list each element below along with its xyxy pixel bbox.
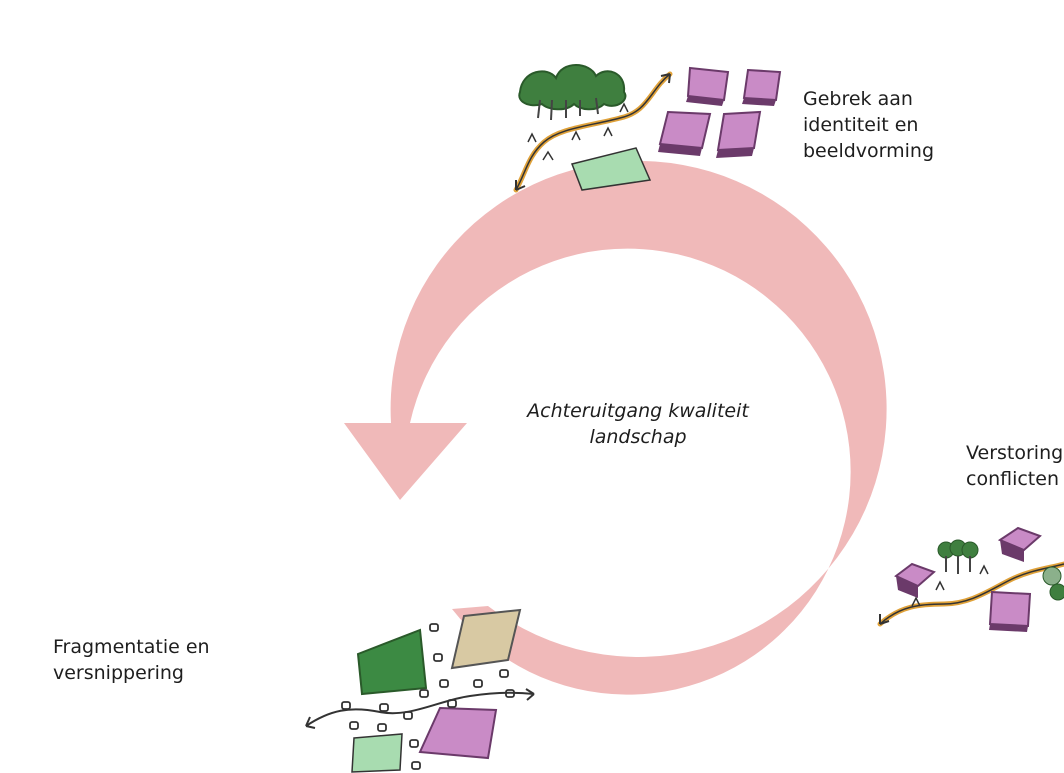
field-dark-icon: [356, 628, 428, 696]
house-icons: [527, 102, 629, 161]
field-purple-icon: [418, 706, 498, 760]
tree-cluster-icon: [937, 539, 1064, 601]
house-icons: [911, 564, 989, 607]
identity-illustration: [513, 64, 782, 193]
small-building-icons: [341, 623, 515, 770]
meadow-icon: [570, 147, 652, 191]
label-fragmentation: Fragmentatie en versnippering: [53, 636, 210, 684]
cycle-center-label: Achteruitgang kwaliteit landschap: [527, 400, 749, 448]
field-beige-icon: [450, 608, 522, 670]
cycle-arrow: [344, 160, 887, 695]
label-identity: Gebrek aan identiteit en beeldvorming: [803, 88, 935, 162]
road-icon: [305, 691, 535, 727]
label-conflicts: Verstoring conflicten: [966, 442, 1064, 490]
fragmentation-illustration: [305, 608, 535, 773]
meadow-icon: [351, 733, 403, 773]
tree-cluster-icon: [518, 64, 627, 121]
building-icons: [658, 66, 782, 158]
conflict-illustration: [877, 526, 1064, 632]
building-icons: [894, 526, 1042, 632]
